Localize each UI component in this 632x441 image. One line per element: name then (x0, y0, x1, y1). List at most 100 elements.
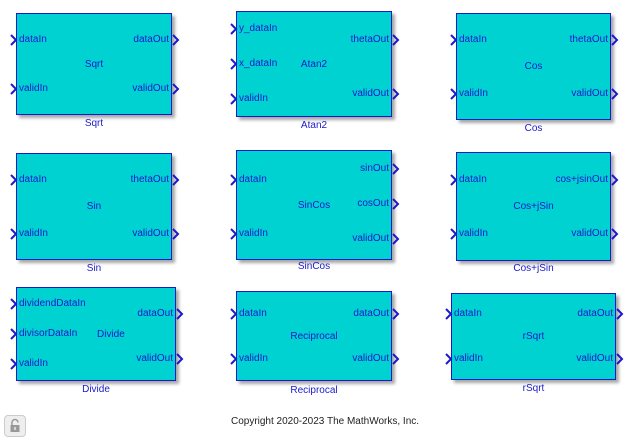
input-port-label: dataIn (19, 174, 47, 185)
input-port-label: x_dataIn (239, 58, 278, 69)
input-port-label: validIn (459, 88, 488, 99)
copyright-text: Copyright 2020-2023 The MathWorks, Inc. (230, 416, 420, 427)
input-port-label: validIn (239, 228, 268, 239)
output-port-sin[interactable] (172, 228, 181, 240)
block-caption[interactable]: Cos+jSin (513, 263, 554, 274)
block-name-label: Atan2 (300, 59, 328, 70)
output-port-label: validOut (352, 88, 389, 99)
input-port-sincos[interactable] (230, 174, 239, 186)
output-port-sincos[interactable] (392, 198, 401, 210)
output-port-atan2[interactable] (392, 88, 401, 100)
output-port-cos[interactable] (611, 88, 620, 100)
output-port-label: validOut (576, 353, 613, 364)
input-port-cosjsin[interactable] (450, 228, 459, 240)
input-port-label: dataIn (459, 34, 487, 45)
block-caption[interactable]: Atan2 (300, 120, 328, 131)
block-name-label: Reciprocal (290, 331, 338, 342)
output-port-label: validOut (571, 88, 608, 99)
output-port-reciprocal[interactable] (392, 308, 401, 320)
block-sqrt[interactable]: Sqrt dataIn validIn dataOut validOut (16, 13, 172, 115)
output-port-label: validOut (132, 83, 169, 94)
output-port-sqrt[interactable] (172, 83, 181, 95)
input-port-label: divisorDataIn (19, 328, 78, 339)
block-name-label: Cos (524, 61, 543, 72)
lock-button[interactable] (4, 415, 26, 437)
input-port-label: validIn (459, 228, 488, 239)
output-port-rsqrt[interactable] (616, 308, 625, 320)
input-port-label: validIn (239, 353, 268, 364)
output-port-sincos[interactable] (392, 163, 401, 175)
block-name-label: Sqrt (84, 59, 104, 70)
input-port-label: dividendDataIn (19, 298, 86, 309)
input-port-reciprocal[interactable] (230, 308, 239, 320)
output-port-cos[interactable] (611, 34, 620, 46)
output-port-label: validOut (352, 233, 389, 244)
block-name-label: Cos+jSin (513, 201, 554, 212)
output-port-label: cosOut (357, 198, 389, 209)
output-port-label: dataOut (133, 34, 169, 45)
block-cos[interactable]: Cos dataIn validIn thetaOut validOut (456, 13, 611, 120)
output-port-divide[interactable] (176, 353, 185, 365)
block-caption[interactable]: Sqrt (84, 118, 104, 129)
output-port-reciprocal[interactable] (392, 353, 401, 365)
output-port-label: thetaOut (350, 34, 389, 45)
input-port-cosjsin[interactable] (450, 174, 459, 186)
block-caption[interactable]: Divide (82, 384, 110, 395)
block-name-label: Sin (86, 201, 102, 212)
output-port-rsqrt[interactable] (616, 353, 625, 365)
input-port-label: dataIn (19, 34, 47, 45)
input-port-atan2[interactable] (230, 23, 239, 35)
block-atan2[interactable]: Atan2 y_dataIn x_dataIn validIn thetaOut vali… (236, 11, 392, 117)
input-port-label: validIn (19, 358, 48, 369)
output-port-atan2[interactable] (392, 34, 401, 46)
output-port-label: validOut (136, 353, 173, 364)
input-port-label: validIn (239, 93, 268, 104)
block-caption[interactable]: Sin (86, 263, 102, 274)
input-port-label: dataIn (454, 308, 482, 319)
input-port-rsqrt[interactable] (445, 353, 454, 365)
output-port-label: validOut (571, 228, 608, 239)
output-port-sincos[interactable] (392, 233, 401, 245)
output-port-divide[interactable] (176, 308, 185, 320)
input-port-sin[interactable] (10, 228, 19, 240)
block-name-label: SinCos (297, 200, 331, 211)
output-port-cosjsin[interactable] (611, 174, 620, 186)
block-caption[interactable]: rSqrt (522, 383, 545, 394)
input-port-sqrt[interactable] (10, 34, 19, 46)
input-port-divide[interactable] (10, 298, 19, 310)
input-port-sincos[interactable] (230, 228, 239, 240)
block-caption[interactable]: Cos (524, 123, 543, 134)
output-port-label: dataOut (353, 308, 389, 319)
output-port-label: thetaOut (130, 174, 169, 185)
input-port-cos[interactable] (450, 34, 459, 46)
output-port-cosjsin[interactable] (611, 228, 620, 240)
input-port-label: validIn (19, 228, 48, 239)
input-port-sin[interactable] (10, 174, 19, 186)
input-port-sqrt[interactable] (10, 83, 19, 95)
input-port-cos[interactable] (450, 88, 459, 100)
input-port-divide[interactable] (10, 328, 19, 340)
block-name-label: Divide (97, 329, 125, 340)
input-port-reciprocal[interactable] (230, 353, 239, 365)
input-port-label: y_dataIn (239, 23, 278, 34)
input-port-divide[interactable] (10, 358, 19, 370)
input-port-label: dataIn (239, 174, 267, 185)
output-port-label: thetaOut (569, 34, 608, 45)
block-caption[interactable]: Reciprocal (290, 385, 338, 396)
input-port-atan2[interactable] (230, 93, 239, 105)
block-caption[interactable]: SinCos (297, 261, 331, 272)
input-port-label: validIn (454, 353, 483, 364)
output-port-label: dataOut (137, 308, 173, 319)
block-divide[interactable]: Divide dividendDataIn divisorDataIn validIn… (16, 287, 176, 381)
output-port-sin[interactable] (172, 174, 181, 186)
input-port-label: validIn (19, 83, 48, 94)
input-port-rsqrt[interactable] (445, 308, 454, 320)
input-port-atan2[interactable] (230, 58, 239, 70)
output-port-sqrt[interactable] (172, 34, 181, 46)
output-port-label: dataOut (577, 308, 613, 319)
